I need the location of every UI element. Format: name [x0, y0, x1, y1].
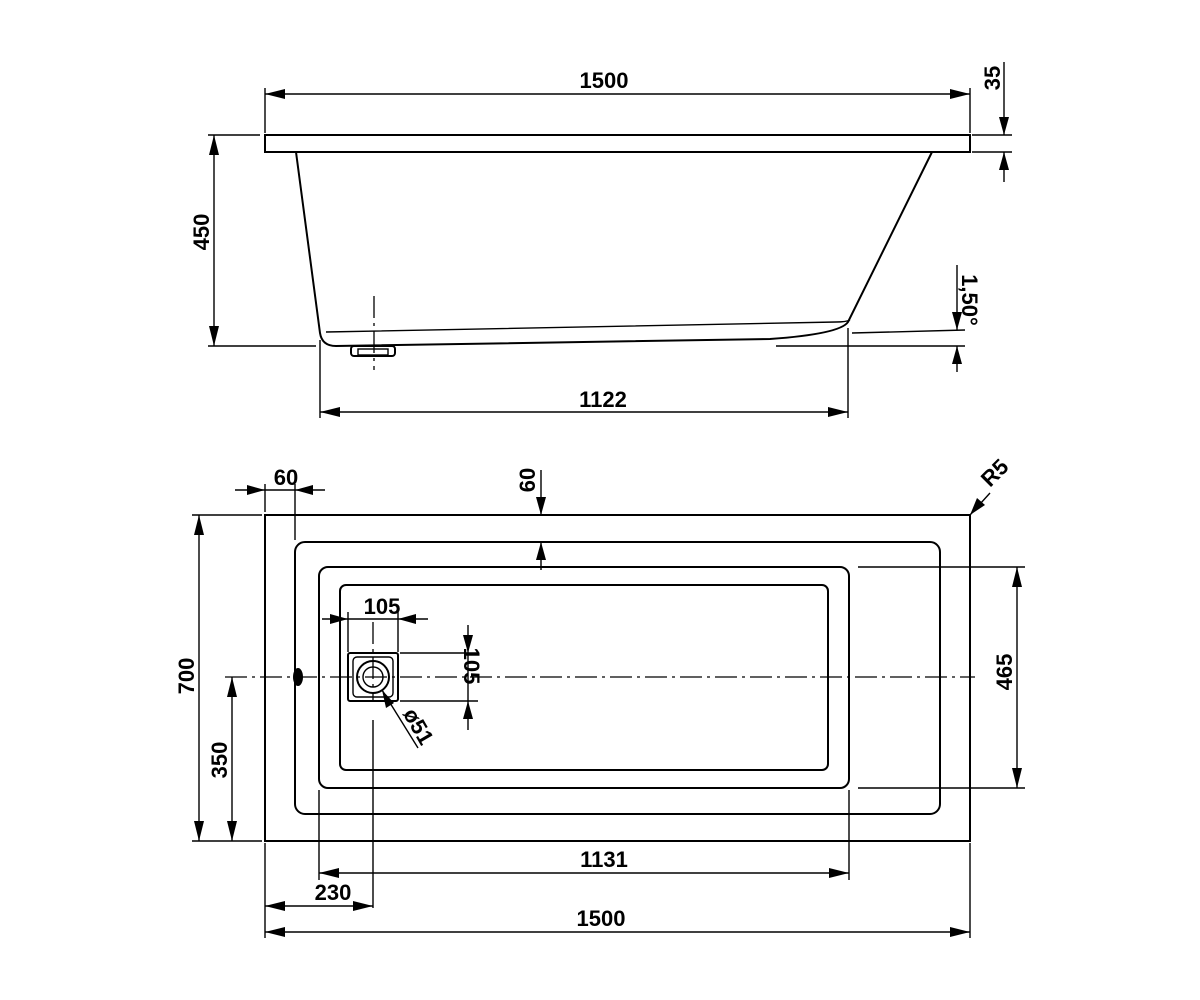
dim-top-rim-left: 60 — [235, 465, 325, 540]
dim-side-height-label: 450 — [189, 214, 214, 251]
dim-top-basin-width-label: 465 — [992, 654, 1017, 691]
dim-side-bottom-length-label: 1122 — [579, 387, 627, 412]
dim-side-bottom-length: 1122 — [319, 328, 849, 418]
dim-top-drain-from-end-label: 230 — [315, 880, 352, 905]
dim-side-rim-thickness: 35 — [972, 62, 1012, 182]
dim-top-width-label: 700 — [174, 658, 199, 695]
dim-top-drain-box-width-label: 105 — [364, 594, 401, 619]
side-rim — [264, 134, 971, 153]
dim-top-basin-width: 465 — [858, 566, 1025, 789]
dim-top-basin-length: 1131 — [318, 790, 850, 880]
dim-top-rim-top-label: 60 — [515, 468, 540, 492]
dim-top-drain-diameter-label: ø51 — [398, 704, 439, 749]
dim-top-corner-radius: R5 — [969, 454, 1014, 516]
dim-top-rim-left-label: 60 — [274, 465, 298, 490]
dim-top-overall-length-label: 1500 — [577, 906, 626, 931]
dim-top-drain-box-height: 105 — [400, 625, 484, 730]
dim-top-drain-diameter: ø51 — [381, 689, 439, 749]
dim-top-rim-top: 60 — [515, 468, 546, 570]
dim-side-overall-length: 1500 — [264, 68, 971, 133]
side-drain-fitting — [350, 296, 396, 370]
dim-side-floor-slope: 1,50° — [776, 265, 982, 372]
dim-side-floor-slope-label: 1,50° — [957, 274, 982, 326]
dim-side-rim-thickness-label: 35 — [980, 66, 1005, 90]
dim-top-drain-box-width: 105 — [322, 594, 428, 652]
dim-side-overall-length-label: 1500 — [580, 68, 629, 93]
side-floor-line — [325, 319, 851, 333]
dim-top-basin-length-label: 1131 — [580, 847, 628, 872]
dim-top-drain-box-height-label: 105 — [459, 648, 484, 685]
dim-top-drain-from-end: 230 — [264, 843, 373, 938]
dim-top-corner-radius-label: R5 — [976, 454, 1014, 492]
top-drain — [347, 622, 399, 908]
top-inner-rim — [294, 541, 941, 815]
dim-top-width: 700 — [174, 514, 262, 842]
dim-top-drain-from-side-label: 350 — [207, 742, 232, 779]
dim-top-overall-length: 1500 — [265, 843, 971, 938]
dim-top-drain-from-side: 350 — [207, 677, 237, 841]
top-outer-rim — [264, 514, 971, 842]
top-view: 60 60 R5 700 3 — [174, 454, 1025, 938]
dim-side-height: 450 — [189, 134, 316, 347]
side-view: 1500 35 450 1,5 — [189, 62, 1012, 418]
side-tub-body — [295, 151, 933, 348]
